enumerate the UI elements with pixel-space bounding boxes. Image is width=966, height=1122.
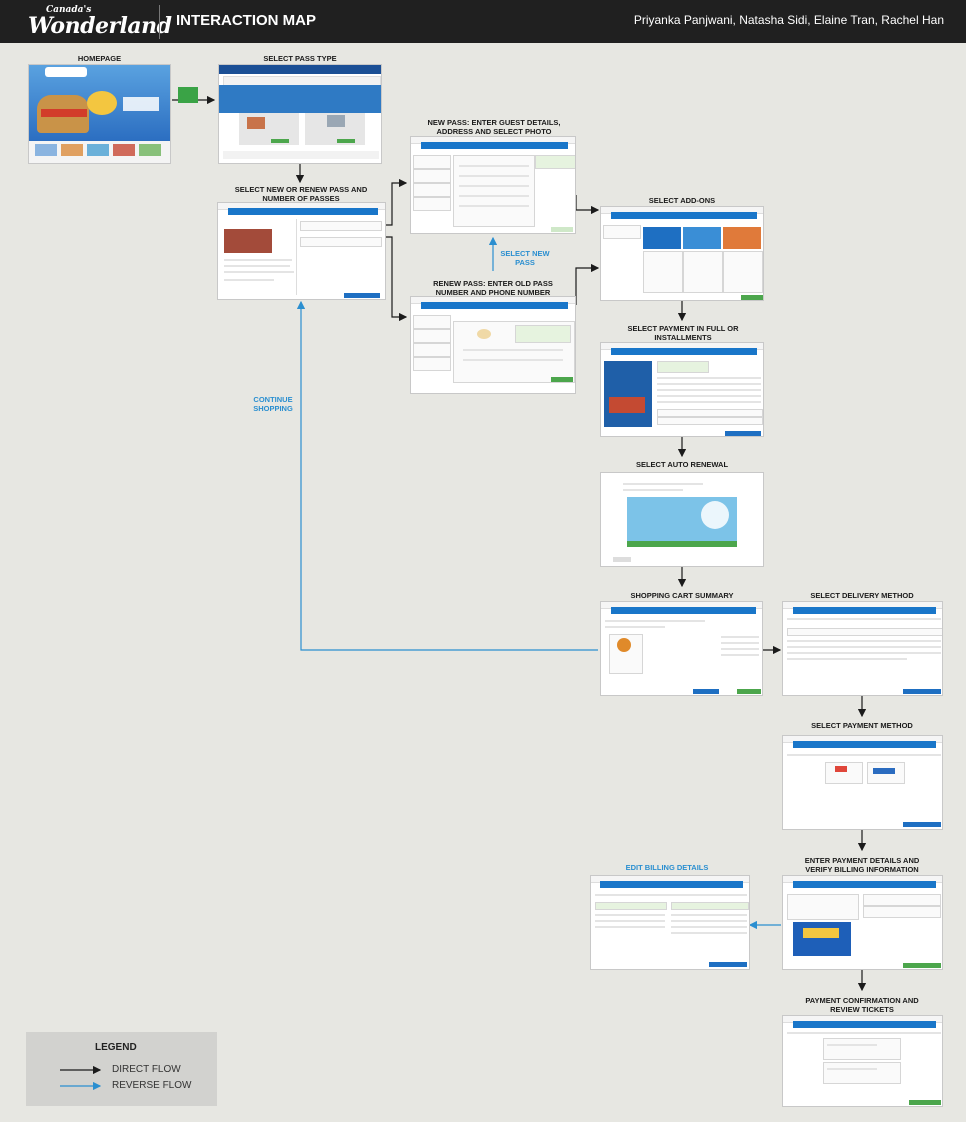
arrow-continue-shopping (296, 300, 598, 651)
screen-new-pass (410, 136, 576, 234)
label-enter-payment: ENTER PAYMENT DETAILS AND VERIFY BILLING… (804, 856, 920, 874)
screen-payment-confirmation (782, 1015, 943, 1107)
screen-select-addons (600, 206, 764, 301)
arrow-newrenew-to-renewpass (386, 236, 408, 322)
screen-select-payment-plan (600, 342, 764, 437)
screen-select-auto-renewal (600, 472, 764, 567)
label-renew-pass: RENEW PASS: ENTER OLD PASS NUMBER AND PH… (433, 279, 553, 297)
arrow-newpass-to-addons (575, 195, 600, 215)
label-select-addons: SELECT ADD-ONS (648, 196, 716, 205)
screen-edit-billing (590, 875, 750, 970)
screen-renew-pass (410, 296, 576, 394)
screen-homepage (28, 64, 171, 164)
header-bar: Canada's Wonderland INTERACTION MAP Priy… (0, 0, 966, 43)
page-title: INTERACTION MAP (176, 12, 316, 29)
arrow-renewpass-to-addons (575, 263, 600, 305)
header-divider (159, 5, 160, 39)
legend-direct-flow: DIRECT FLOW (112, 1064, 181, 1075)
label-select-payment-plan: SELECT PAYMENT IN FULL OR INSTALLMENTS (627, 324, 739, 342)
label-continue-shopping: CONTINUE SHOPPING (253, 395, 293, 413)
legend-box: LEGEND DIRECT FLOW REVERSE FLOW (26, 1032, 217, 1106)
label-payment-confirmation: PAYMENT CONFIRMATION AND REVIEW TICKETS (805, 996, 919, 1014)
logo-main-text: Wonderland (28, 13, 172, 39)
legend-arrows (60, 1065, 102, 1091)
screen-cart-summary (600, 601, 763, 696)
label-select-new-renew: SELECT NEW OR RENEW PASS AND NUMBER OF P… (234, 185, 368, 203)
label-select-auto-renewal: SELECT AUTO RENEWAL (635, 460, 729, 469)
screen-select-delivery (782, 601, 943, 696)
label-homepage: HOMEPAGE (77, 54, 122, 63)
screen-enter-payment (782, 875, 943, 970)
arrow-newrenew-to-newpass (386, 178, 408, 226)
legend-title: LEGEND (95, 1042, 137, 1053)
authors-text: Priyanka Panjwani, Natasha Sidi, Elaine … (633, 13, 944, 27)
screen-select-new-renew (217, 202, 386, 300)
label-select-new-pass: SELECT NEW PASS (500, 249, 550, 267)
label-select-pass-type: SELECT PASS TYPE (263, 54, 337, 63)
label-select-delivery: SELECT DELIVERY METHOD (810, 591, 914, 600)
label-edit-billing: EDIT BILLING DETAILS (625, 863, 709, 872)
logo-top-text: Canada's (46, 5, 92, 15)
legend-reverse-flow: REVERSE FLOW (112, 1080, 192, 1091)
screen-select-payment-method (782, 735, 943, 830)
label-select-payment-method: SELECT PAYMENT METHOD (811, 721, 913, 730)
label-new-pass: NEW PASS: ENTER GUEST DETAILS, ADDRESS A… (427, 118, 561, 136)
homepage-green-tab (178, 87, 198, 103)
screen-select-pass-type (218, 64, 382, 164)
label-cart-summary: SHOPPING CART SUMMARY (630, 591, 734, 600)
